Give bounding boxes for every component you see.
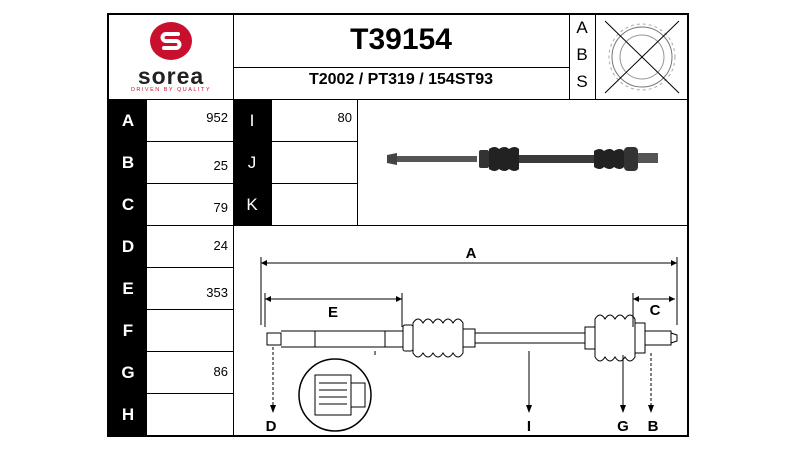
label-i: I — [527, 418, 531, 435]
dim-value-h — [149, 394, 233, 436]
part-number: T39154 — [350, 23, 452, 56]
dim-letter-k: K — [233, 184, 271, 226]
technical-drawing: A E C D — [260, 245, 678, 435]
dim-letter-h: H — [109, 394, 147, 436]
label-e: E — [328, 304, 338, 321]
brand-logo: sorea DRIVEN BY QUALITY — [109, 15, 233, 99]
brand-tagline: DRIVEN BY QUALITY — [130, 87, 212, 93]
dim-value-g: 86 — [213, 364, 228, 379]
abs-column: A B S — [569, 15, 595, 99]
spec-sheet: sorea DRIVEN BY QUALITY T39154 T2002 / P… — [107, 13, 689, 437]
dim-letter-i: I — [233, 100, 271, 142]
brand-name: sorea — [137, 63, 205, 89]
label-g: G — [617, 418, 629, 435]
dim-value-d: 24 — [213, 238, 228, 253]
dim-letter-b: B — [109, 142, 147, 184]
dim-value-k — [271, 184, 357, 226]
dim-letter-c: C — [109, 184, 147, 226]
abs-letter-a: A — [576, 18, 588, 37]
abs-ring-crossed-icon — [604, 20, 680, 94]
sorea-logo-icon — [150, 22, 192, 60]
dim-value-i: 80 — [337, 110, 352, 125]
label-d: D — [266, 418, 277, 435]
label-a: A — [466, 245, 477, 262]
dim-value-b: 25 — [213, 158, 228, 173]
dim-value-j — [271, 142, 357, 184]
label-c: C — [650, 302, 661, 319]
dim-letter-f: F — [109, 310, 147, 352]
dim-letter-j: J — [233, 142, 271, 184]
dim-value-e: 353 — [206, 285, 228, 300]
dim-letter-e: E — [109, 268, 147, 310]
abs-letter-b: B — [576, 45, 588, 64]
dim-letter-d: D — [109, 226, 147, 268]
dim-letter-g: G — [109, 352, 147, 394]
dim-value-c: 79 — [213, 200, 228, 215]
dim-value-f — [149, 310, 233, 352]
abs-letter-c: S — [576, 72, 588, 91]
dim-letter-a: A — [109, 100, 147, 142]
cross-references: T2002 / PT319 / 154ST93 — [308, 71, 494, 88]
dim-value-a: 952 — [206, 110, 228, 125]
label-b: B — [648, 418, 659, 435]
driveshaft-photo — [387, 147, 658, 171]
